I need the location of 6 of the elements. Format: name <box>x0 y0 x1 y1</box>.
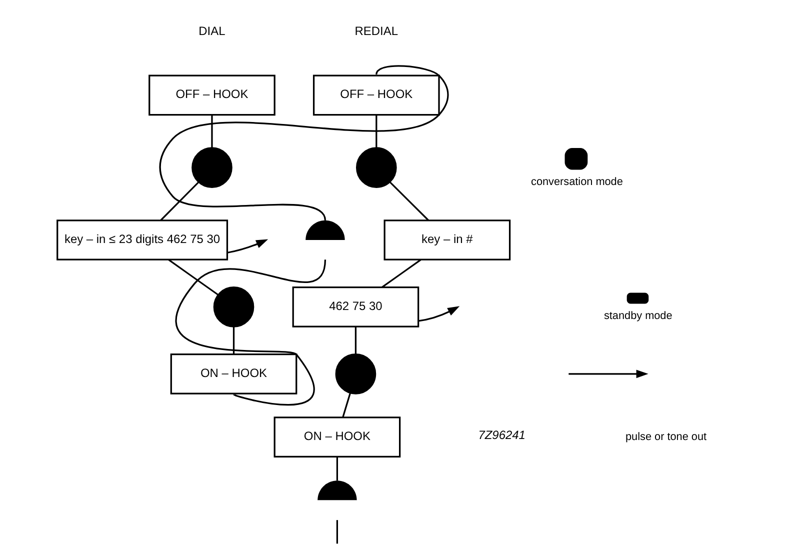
legend-label: conversation mode <box>530 176 622 188</box>
legend-label: standby mode <box>603 310 672 322</box>
label: REDIAL <box>354 24 398 38</box>
label: 7Z96241 <box>478 428 525 442</box>
legend-label: pulse or tone out <box>625 430 706 443</box>
label: DIAL <box>198 24 225 38</box>
